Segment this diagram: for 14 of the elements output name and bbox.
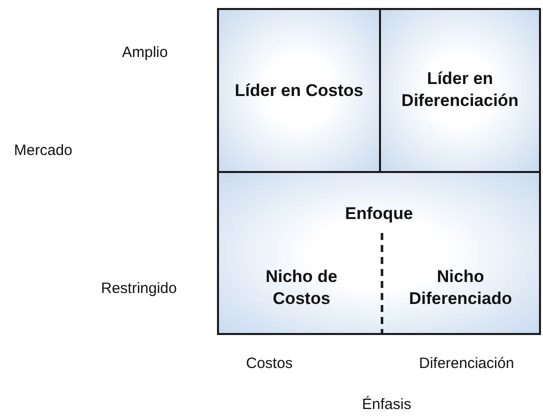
focus-band — [217, 171, 541, 335]
axis-title: Énfasis — [362, 396, 412, 413]
quadrant-title: Líder en Costos — [234, 80, 364, 102]
strategy-quadrant — [217, 8, 381, 173]
axis-value-label: Costos — [246, 355, 293, 372]
axis-title: Mercado — [14, 142, 72, 159]
quadrant-title: Líder en Diferenciación — [400, 68, 520, 112]
niche-quadrant: Nicho Diferenciado — [382, 243, 539, 333]
strategy-quadrant — [379, 8, 541, 173]
axis-value-label: Amplio — [122, 44, 168, 61]
niche-quadrant: Nicho de Costos — [221, 243, 382, 333]
band-title: Enfoque — [344, 203, 414, 225]
axis-value-label: Diferenciación — [419, 355, 514, 372]
axis-value-label: Restringido — [101, 280, 177, 297]
